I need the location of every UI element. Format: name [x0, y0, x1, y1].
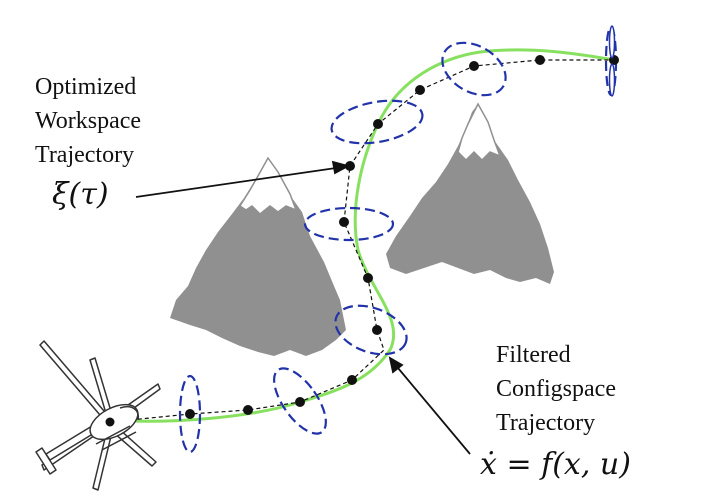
right-mountain-body: [386, 104, 554, 284]
waypoint: [373, 119, 383, 129]
annotation-arrows: [135, 160, 471, 455]
waypoint: [347, 375, 357, 385]
workspace-label-line-1: Optimized: [35, 74, 137, 100]
configspace-arrowhead: [388, 356, 404, 374]
waypoint: [185, 409, 195, 419]
uncertainty-ellipse: [334, 304, 408, 356]
left-mountain-body: [170, 158, 346, 356]
waypoint: [295, 397, 305, 407]
waypoint: [345, 161, 355, 171]
waypoint: [339, 217, 349, 227]
waypoint: [372, 325, 382, 335]
waypoints: [185, 55, 619, 419]
configspace-arrow: [397, 367, 471, 455]
uncertainty-ellipse: [303, 206, 395, 242]
configspace-equation: ẋ = f(x, u): [480, 447, 631, 482]
uncertainty-ellipse: [178, 374, 202, 454]
waypoint: [535, 55, 545, 65]
uncertainty-ellipse: [330, 99, 424, 145]
waypoint: [243, 405, 253, 415]
left-mountain: [170, 156, 346, 356]
left-mountain-snow: [238, 156, 298, 216]
workspace-label-line-2: Workspace: [35, 108, 142, 134]
filtered-trajectory-path: [109, 48, 615, 423]
uncertainty-ellipses: [178, 25, 618, 454]
workspace-equation: ξ(τ): [52, 177, 109, 212]
helicopter-icon: [35, 340, 161, 491]
uncertainty-ellipse: [441, 41, 507, 97]
waypoint: [415, 85, 425, 95]
configspace-label-line-1: Filtered: [496, 342, 571, 368]
workspace-arrow: [135, 167, 337, 198]
uncertainty-ellipse: [273, 367, 327, 435]
rotor-icon: [608, 25, 616, 97]
workspace-label-line-3: Trajectory: [35, 142, 135, 168]
right-mountain: [386, 102, 554, 284]
waypoint: [469, 61, 479, 71]
configspace-label-line-2: Configspace: [496, 376, 616, 402]
right-mountain-snow: [457, 102, 502, 162]
configspace-label-line-3: Trajectory: [496, 410, 596, 436]
workspace-arrowhead: [331, 160, 351, 175]
waypoint: [363, 273, 373, 283]
